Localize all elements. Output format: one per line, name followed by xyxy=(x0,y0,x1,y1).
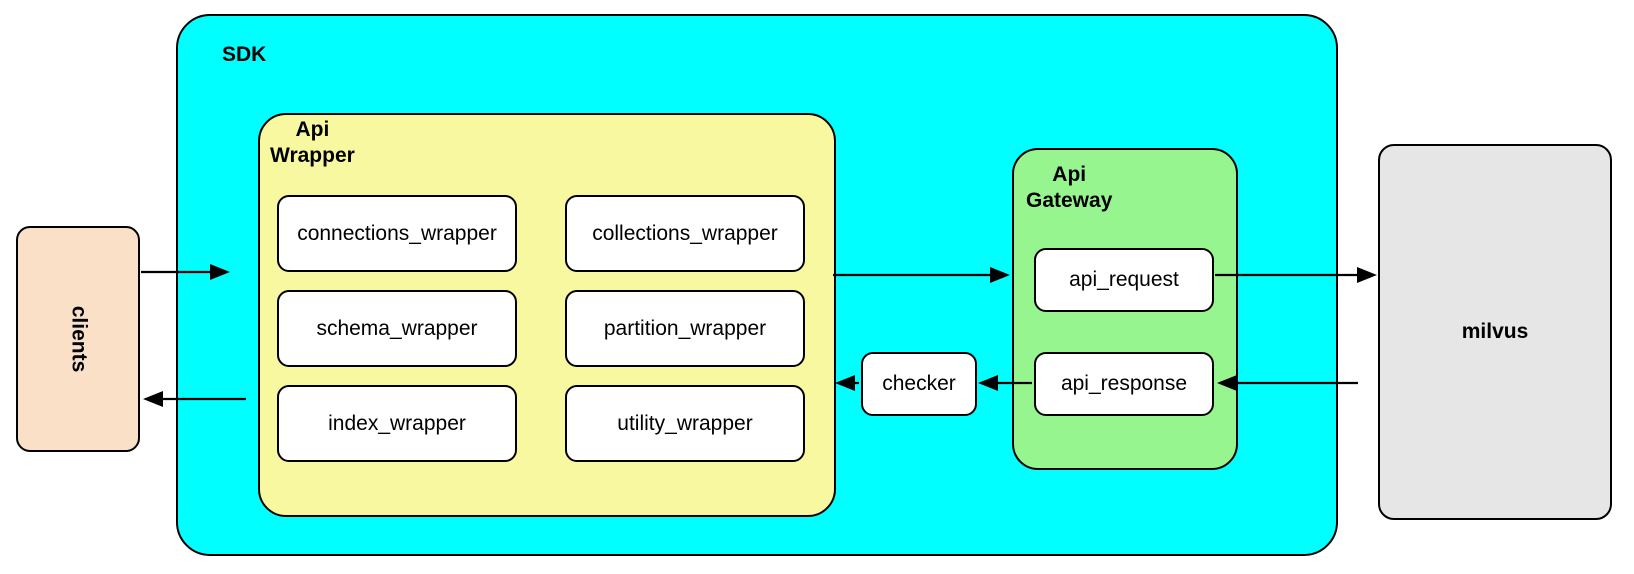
node-api-request[interactable]: api_request xyxy=(1034,248,1214,312)
node-label: schema_wrapper xyxy=(316,316,478,340)
node-label: partition_wrapper xyxy=(603,316,767,340)
node-label: utility_wrapper xyxy=(617,411,753,435)
node-partition-wrapper[interactable]: partition_wrapper xyxy=(565,290,805,367)
node-collections-wrapper[interactable]: collections_wrapper xyxy=(565,195,805,272)
node-label: connections_wrapper xyxy=(297,221,497,245)
node-label: collections_wrapper xyxy=(592,221,778,245)
api-gateway-title: Api Gateway xyxy=(1026,163,1113,212)
node-connections-wrapper[interactable]: connections_wrapper xyxy=(277,195,517,272)
milvus-label: milvus xyxy=(1461,320,1529,343)
node-label: api_response xyxy=(1060,372,1188,395)
node-utility-wrapper[interactable]: utility_wrapper xyxy=(565,385,805,462)
sdk-title: SDK xyxy=(222,43,267,66)
node-label: index_wrapper xyxy=(328,411,466,435)
clients-box[interactable]: clients xyxy=(16,226,140,452)
node-schema-wrapper[interactable]: schema_wrapper xyxy=(277,290,517,367)
node-api-response[interactable]: api_response xyxy=(1034,352,1214,416)
node-label: api_request xyxy=(1069,268,1179,291)
api-wrapper-title: Api Wrapper xyxy=(270,118,355,167)
clients-label: clients xyxy=(67,305,90,373)
node-checker[interactable]: checker xyxy=(861,352,977,416)
node-index-wrapper[interactable]: index_wrapper xyxy=(277,385,517,462)
node-label: checker xyxy=(882,372,956,395)
milvus-box[interactable]: milvus xyxy=(1378,144,1612,520)
